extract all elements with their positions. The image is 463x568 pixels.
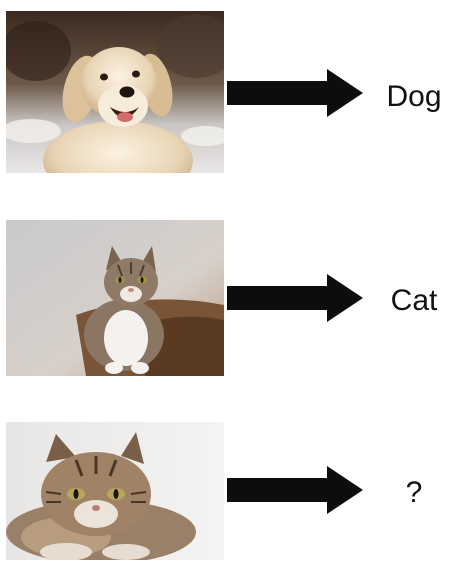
classification-label: Cat: [390, 284, 438, 317]
arrow-right-icon: [227, 69, 363, 117]
classification-label: ?: [405, 476, 423, 509]
classification-label: Dog: [386, 80, 442, 113]
arrow-right-icon: [227, 466, 363, 514]
unknown-cat-photo: [6, 422, 224, 560]
cat-photo: [6, 220, 224, 376]
arrow-right-icon: [227, 274, 363, 322]
dog-photo: [6, 11, 224, 173]
